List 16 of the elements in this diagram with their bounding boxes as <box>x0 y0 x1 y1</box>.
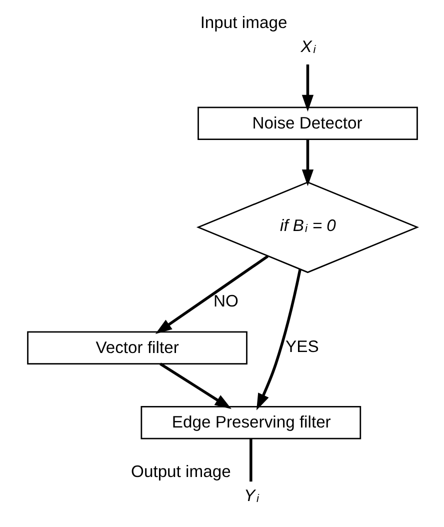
connector <box>249 438 252 482</box>
node-label: Input image <box>200 12 287 32</box>
node-box: Vector filter <box>26 330 247 364</box>
edge-label: NO <box>212 290 238 310</box>
node-box: Edge Preserving filter <box>140 406 361 439</box>
node-text: Xi <box>300 36 316 56</box>
node-box: Noise Detector <box>197 106 418 140</box>
arrow <box>301 64 314 112</box>
arrow <box>159 362 231 408</box>
node-label: Output image <box>130 461 230 480</box>
node-diamond: if Bi = 0 <box>196 180 419 273</box>
node-text: Yi <box>243 486 258 505</box>
arrow <box>256 268 301 410</box>
arrow <box>301 139 314 186</box>
arrow <box>154 254 268 334</box>
edge-label: YES <box>285 336 318 356</box>
